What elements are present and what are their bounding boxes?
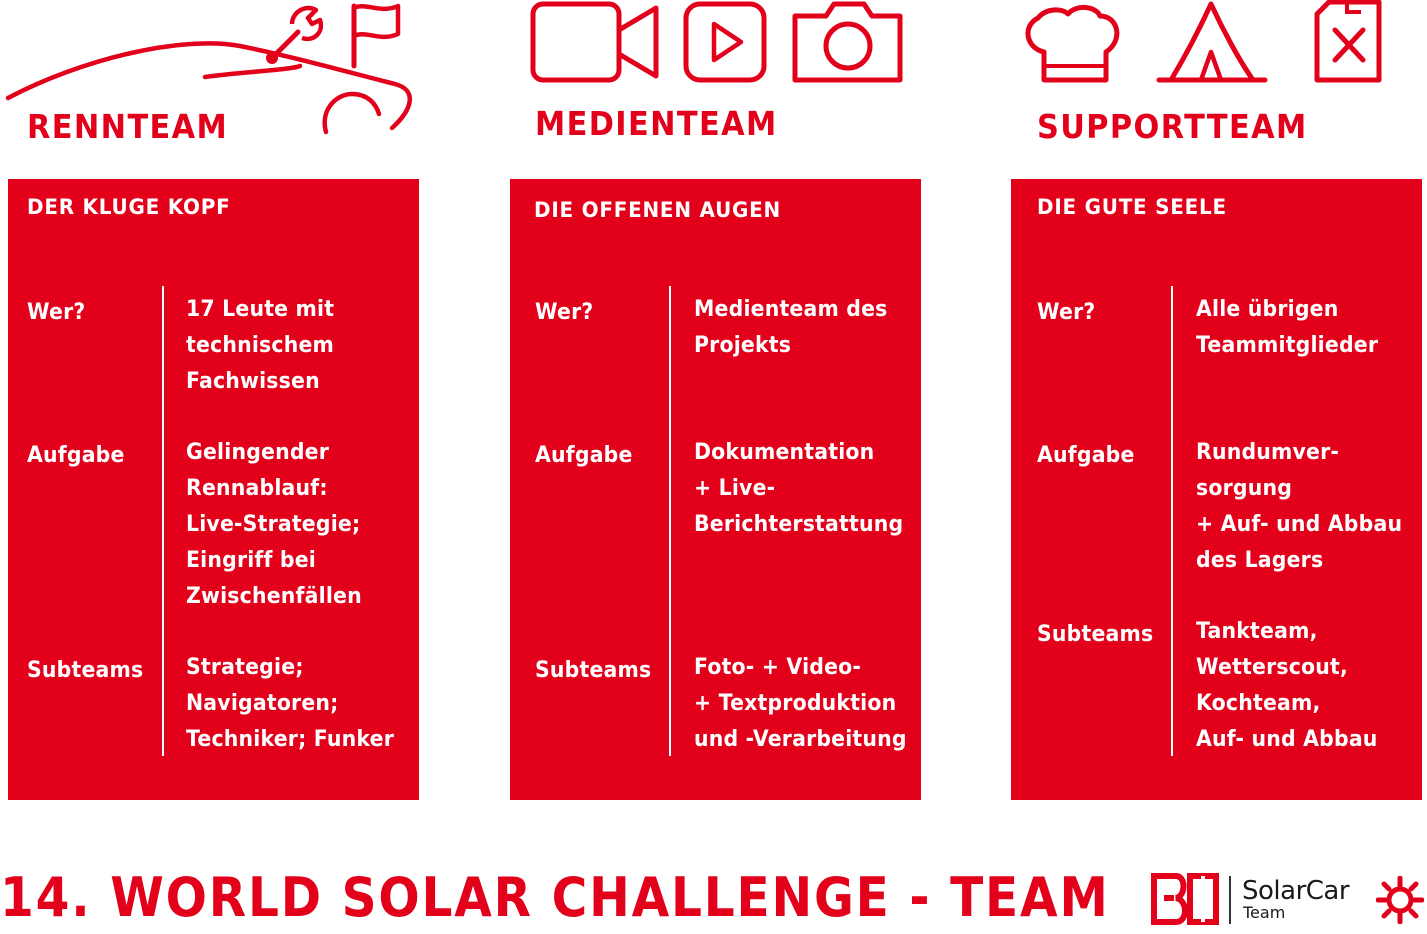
- subteams-label: Subteams: [535, 658, 652, 683]
- subteams-label: Subteams: [1037, 622, 1154, 647]
- rennteam-tagline: DER KLUGE KOPF: [27, 195, 231, 219]
- card-divider: [1171, 286, 1173, 756]
- solarcar-logo: SolarCar Team: [1150, 872, 1424, 928]
- card-divider: [669, 286, 671, 756]
- medienteam-title: MEDIENTEAM: [535, 104, 778, 143]
- logo-separator: [1229, 876, 1231, 924]
- aufgabe-value: Rundumver- sorgung + Auf- und Abbau des …: [1196, 440, 1403, 573]
- rennteam-card: DER KLUGE KOPF Wer? 17 Leute mit technis…: [8, 179, 419, 800]
- subteams-label: Subteams: [27, 658, 144, 683]
- sun-gear-icon: [1376, 876, 1424, 924]
- wer-value: Alle übrigen Teammitglieder: [1196, 297, 1379, 358]
- tent-icon: [1156, 1, 1268, 83]
- medienteam-card: DIE OFFENEN AUGEN Wer? Medienteam des Pr…: [510, 179, 921, 800]
- aufgabe-value: Gelingender Rennablauf: Live-Strategie; …: [186, 440, 362, 609]
- video-camera-icon: [530, 1, 659, 83]
- medienteam-tagline: DIE OFFENEN AUGEN: [534, 198, 782, 222]
- subteams-value: Strategie; Navigatoren; Techniker; Funke…: [186, 655, 395, 752]
- aufgabe-value: Dokumentation + Live- Berichterstattung: [694, 440, 904, 537]
- aufgabe-label: Aufgabe: [1037, 443, 1135, 468]
- card-divider: [162, 286, 164, 756]
- logo-brand: SolarCar: [1242, 876, 1350, 906]
- wer-label: Wer?: [27, 300, 86, 325]
- bo-logo-mark: [1151, 873, 1219, 925]
- wer-label: Wer?: [535, 300, 594, 325]
- aufgabe-label: Aufgabe: [27, 443, 125, 468]
- photo-camera-icon: [792, 1, 903, 83]
- fuel-canister-icon: [1314, 0, 1382, 83]
- chef-hat-icon: [1025, 5, 1120, 83]
- aufgabe-label: Aufgabe: [535, 443, 633, 468]
- subteams-value: Foto- + Video- + Textproduktion und -Ver…: [694, 655, 907, 752]
- logo-sub: Team: [1243, 903, 1286, 922]
- supportteam-tagline: DIE GUTE SEELE: [1037, 195, 1227, 219]
- wer-value: Medienteam des Projekts: [694, 297, 888, 358]
- wer-label: Wer?: [1037, 300, 1096, 325]
- footer-title: 14. WORLD SOLAR CHALLENGE - TEAM: [0, 866, 1110, 929]
- flag-icon: [351, 3, 401, 69]
- supportteam-card: DIE GUTE SEELE Wer? Alle übrigen Teammit…: [1011, 179, 1422, 800]
- play-button-icon: [683, 1, 767, 83]
- wrench-icon: [266, 5, 324, 64]
- rennteam-title: RENNTEAM: [27, 107, 229, 146]
- supportteam-title: SUPPORTTEAM: [1037, 107, 1308, 146]
- wer-value: 17 Leute mit technischem Fachwissen: [186, 297, 335, 394]
- subteams-value: Tankteam, Wetterscout, Kochteam, Auf- un…: [1196, 619, 1378, 752]
